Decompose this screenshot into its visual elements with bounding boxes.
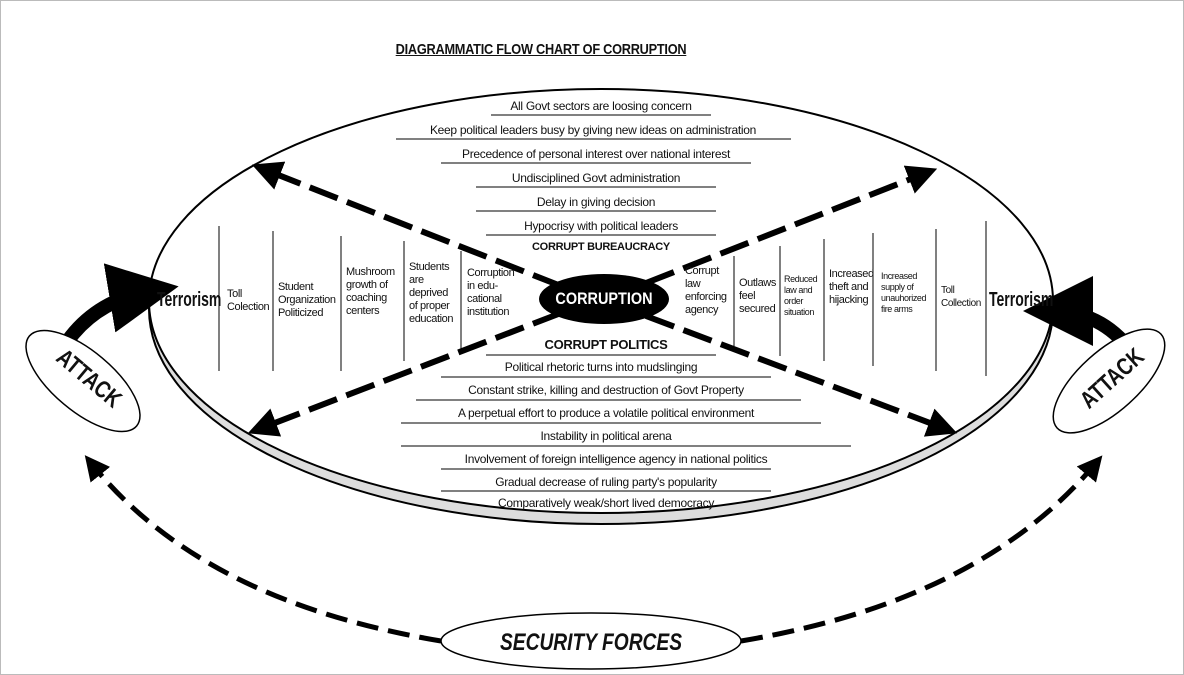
arrow-up-left xyxy=(251,161,563,289)
right-column: Outlaws feel secured xyxy=(739,277,776,315)
politics-item: Political rhetoric turns into mudslingin… xyxy=(504,360,698,374)
right-column: Reduced law and order situation xyxy=(784,274,818,317)
security-to-attack-right xyxy=(740,455,1103,644)
bureaucracy-item: Keep political leaders busy by giving ne… xyxy=(429,123,757,137)
politics-item: Comparatively weak/short lived democracy xyxy=(497,496,715,510)
politics-item: Instability in political arena xyxy=(540,429,672,443)
security-to-attack-left xyxy=(84,455,442,644)
security-ellipse xyxy=(440,612,742,670)
arrow-up-right xyxy=(644,165,938,286)
terrorism-left: Terrorism xyxy=(157,289,222,311)
right-column: Corrupt law enforcing agency xyxy=(685,265,727,316)
arrow-down-right xyxy=(644,313,958,437)
arrow-down-left xyxy=(247,310,563,437)
left-column: Mushroom growth of coaching centers xyxy=(346,266,395,317)
left-column: Students are deprived of proper educatio… xyxy=(409,261,454,325)
left-column: Corruption in edu- cational institution xyxy=(467,267,515,318)
politics-item: Involvement of foreign intelligence agen… xyxy=(464,452,768,466)
security-forces-label: SECURITY FORCES xyxy=(499,629,683,656)
bureaucracy-item: Undisciplined Govt administration xyxy=(511,171,681,185)
politics-item: A perpetual effort to produce a volatile… xyxy=(457,406,755,420)
politics-item: Gradual decrease of ruling party's popul… xyxy=(495,475,717,489)
attack-ellipse-left xyxy=(25,329,141,433)
bureaucracy-item: All Govt sectors are loosing concern xyxy=(510,99,692,113)
left-column: Toll Colection xyxy=(227,288,270,313)
politics-heading: CORRUPT POLITICS xyxy=(544,337,668,352)
page-title: DIAGRAMMATIC FLOW CHART OF CORRUPTION xyxy=(395,41,687,58)
bureaucracy-heading: CORRUPT BUREAUCRACY xyxy=(532,241,670,253)
corruption-label: CORRUPTION xyxy=(555,289,653,308)
bureaucracy-item: Hypocrisy with political leaders xyxy=(524,219,678,233)
politics-item: Constant strike, killing and destruction… xyxy=(468,383,744,397)
right-column: Toll Collection xyxy=(941,285,981,309)
right-column: Increased theft and hijacking xyxy=(829,268,874,306)
corruption-ellipse xyxy=(539,274,669,324)
attack-ellipse-right xyxy=(1052,328,1166,434)
bureaucracy-item: Precedence of personal interest over nat… xyxy=(462,147,730,161)
left-column: Student Organization Politicized xyxy=(278,281,336,319)
terrorism-right: Terrorism xyxy=(989,289,1054,311)
bureaucracy-item: Delay in giving decision xyxy=(536,195,656,209)
right-column: Increased supply of unauhorized fire arm… xyxy=(881,271,927,314)
